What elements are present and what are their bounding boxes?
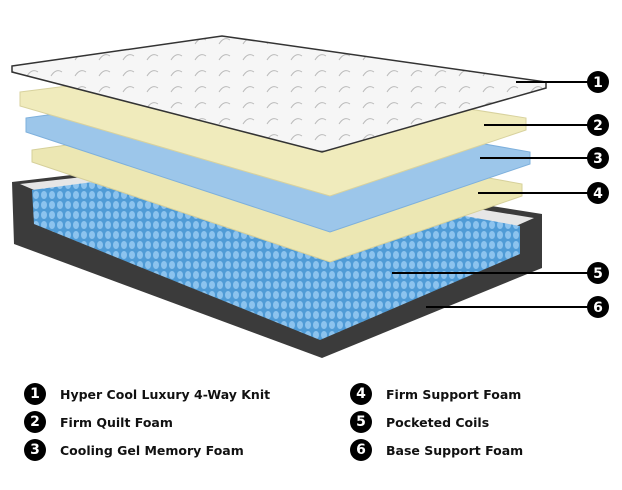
number-badge: 3 [24, 439, 46, 461]
legend-label: Hyper Cool Luxury 4-Way Knit [60, 386, 271, 402]
legend-label: Cooling Gel Memory Foam [60, 442, 244, 458]
legend-label: Base Support Foam [386, 442, 524, 458]
callout-1: 1 [593, 75, 603, 91]
hyper-cool-knit-cover [11, 35, 547, 153]
number-badge: 1 [24, 383, 46, 405]
legend-item: 5 Pocketed Coils [350, 411, 489, 433]
legend-item: 1 Hyper Cool Luxury 4-Way Knit [24, 383, 270, 405]
callout-5: 5 [593, 266, 603, 282]
callout-6: 6 [593, 300, 603, 316]
callout-3: 3 [593, 151, 603, 167]
legend-item: 3 Cooling Gel Memory Foam [24, 439, 244, 461]
leader-lines [392, 81, 598, 308]
callout-4: 4 [593, 186, 603, 202]
callout-markers: 1 2 3 4 5 6 [587, 71, 609, 318]
number-badge: 4 [350, 383, 372, 405]
legend-label: Pocketed Coils [386, 414, 490, 430]
legend-item: 6 Base Support Foam [350, 439, 523, 461]
legend-label: Firm Support Foam [386, 386, 522, 402]
legend-label: Firm Quilt Foam [60, 414, 173, 430]
legend-item: 2 Firm Quilt Foam [24, 411, 173, 433]
callout-2: 2 [593, 118, 603, 134]
number-badge: 6 [350, 439, 372, 461]
number-badge: 2 [24, 411, 46, 433]
legend-item: 4 Firm Support Foam [350, 383, 521, 405]
number-badge: 5 [350, 411, 372, 433]
